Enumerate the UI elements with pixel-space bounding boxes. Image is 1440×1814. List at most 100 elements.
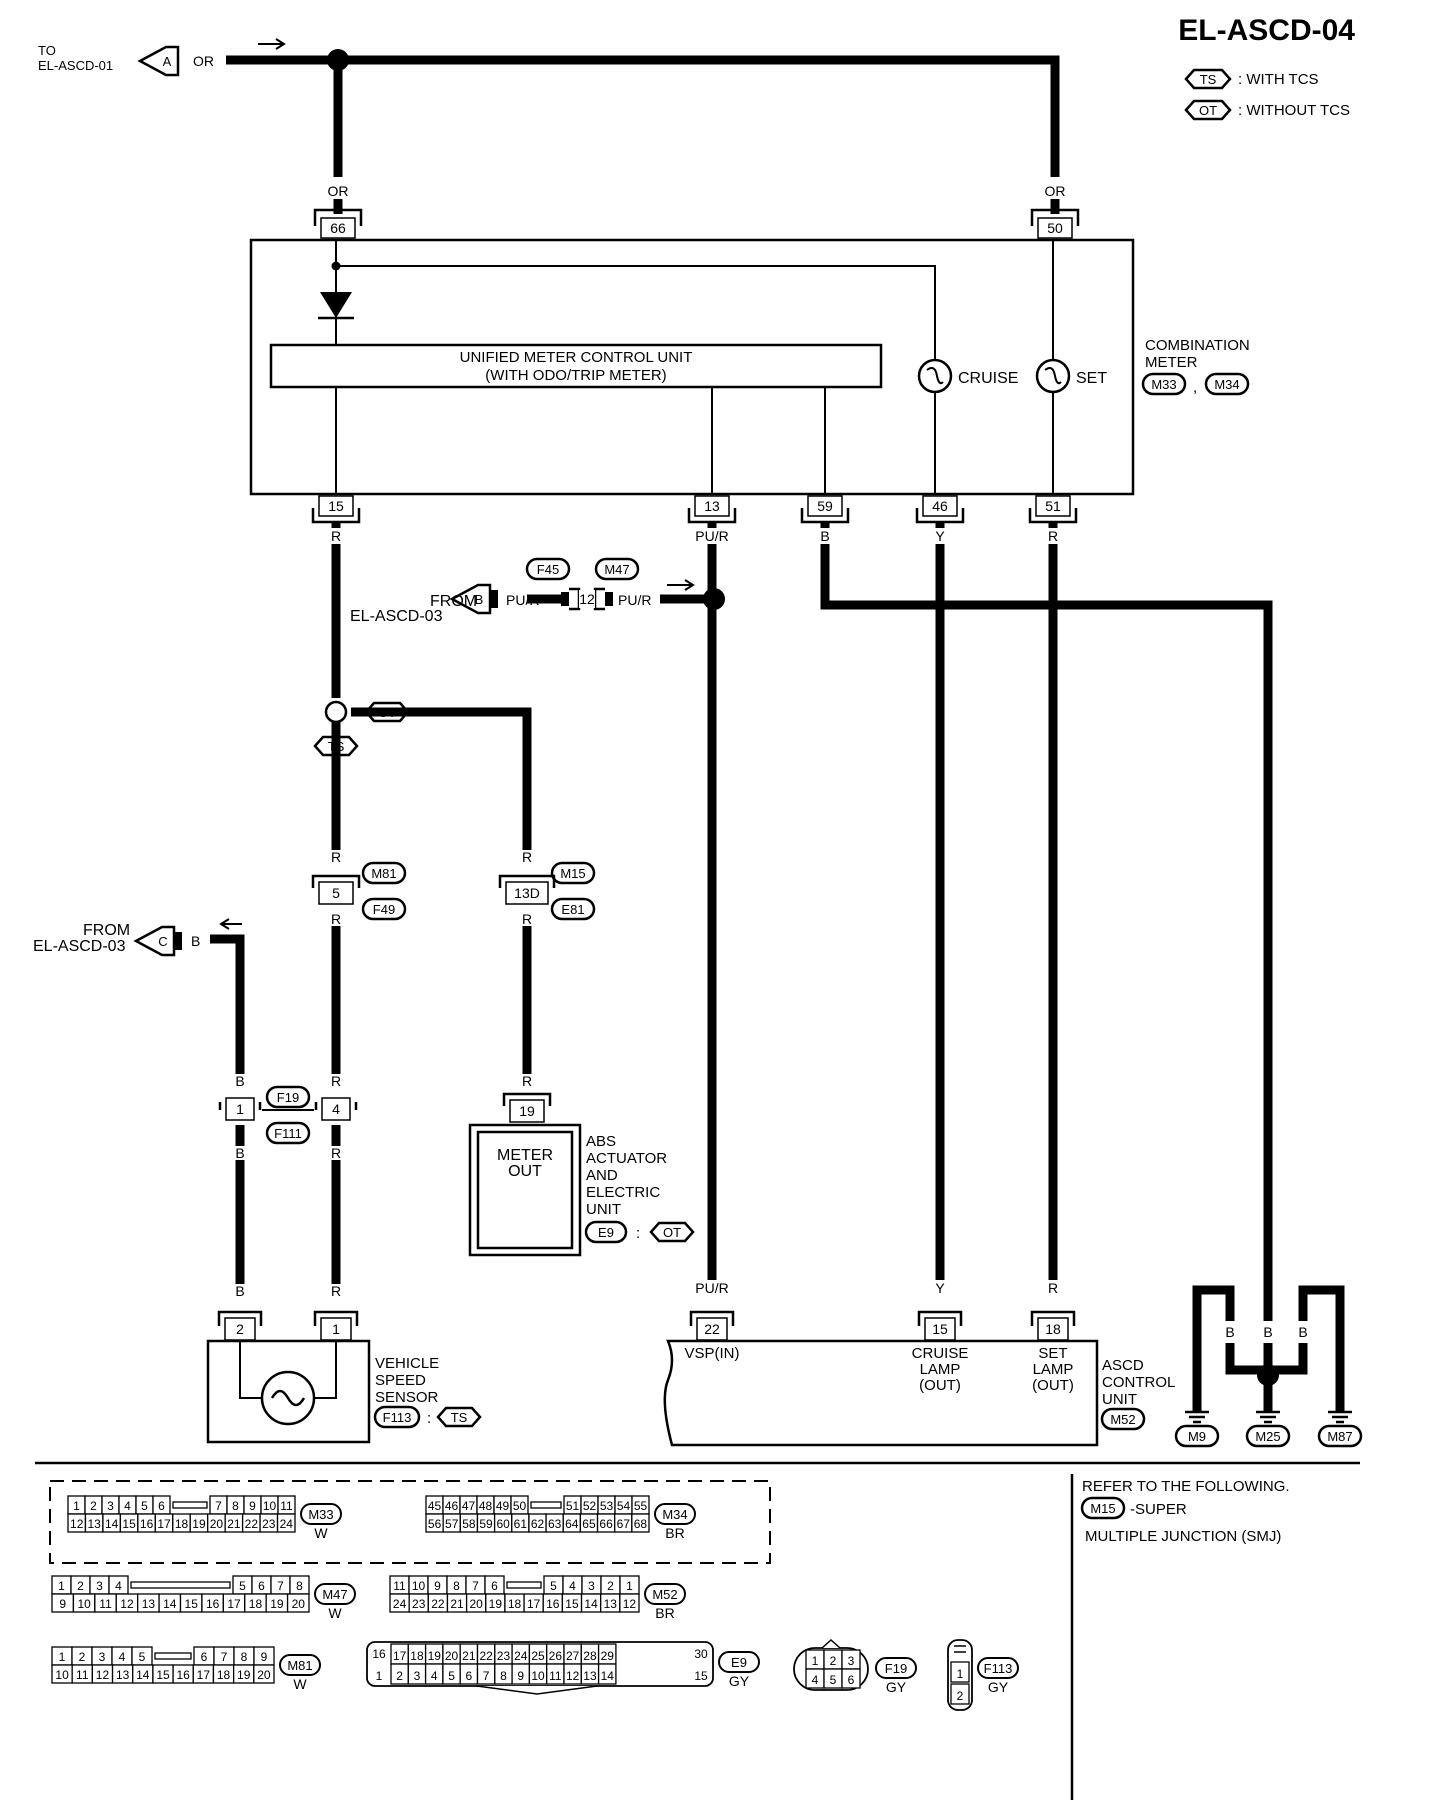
abs-name-2: ACTUATOR	[586, 1150, 667, 1167]
connector-view-m47-pin: 4	[115, 1579, 122, 1593]
connector-view-m81-pin: 8	[241, 1650, 248, 1664]
connector-13d-wire-bottom: R	[522, 911, 532, 927]
connector-view-m33-pin: 16	[140, 1517, 154, 1531]
tag-f113-text: F113	[383, 1410, 412, 1425]
abs-box-inner	[476, 1130, 574, 1250]
connector-view-m47-pin: 11	[99, 1597, 112, 1611]
tag-abs-ot	[649, 1221, 695, 1243]
connector-f19-f111: B R 1 4 F19 F111 B R	[218, 1073, 358, 1161]
joint-connector-12: F45 M47 12 PU/R	[525, 557, 651, 611]
connector-view-m81-pin: 15	[156, 1668, 170, 1682]
connector-view-m34-pin: 64	[565, 1517, 579, 1531]
connector-view-m52-pin-cell	[619, 1593, 640, 1613]
connector-view-m34-pin: 65	[582, 1517, 596, 1531]
tag-ot-branch	[364, 701, 410, 723]
offpage-a-arrow	[137, 45, 180, 77]
connector-view-e9-pin: 26	[549, 1649, 563, 1663]
tag-m33	[1141, 372, 1187, 396]
connector-view-m52-pin: 6	[491, 1579, 498, 1593]
wire-label-gaps	[180, 50, 1328, 1343]
cruise-lamp-label: CRUISE	[958, 370, 1018, 387]
f19-wire-r-top: R	[331, 1073, 341, 1089]
connector-view-m47-pin: 20	[292, 1597, 306, 1611]
connector-view-e9-pin: 18	[410, 1649, 424, 1663]
tag-m25-text: M25	[1255, 1429, 1280, 1444]
connector-view-m81-pin-cell	[253, 1664, 275, 1684]
connector-view-m47-pin: 2	[77, 1579, 84, 1593]
legend-ot-code: OT	[1199, 103, 1217, 118]
pin-50-box	[1037, 217, 1073, 239]
connector-view-m47-pin: 9	[59, 1597, 66, 1611]
connector-view-m81-pin: 19	[237, 1668, 251, 1682]
connector-view-e9-pin: 27	[566, 1649, 580, 1663]
internal-splice	[331, 261, 341, 271]
connector-view-m52-pin: 24	[393, 1597, 407, 1611]
tag-f49	[361, 897, 407, 921]
tcs-branch-tags: OT TS	[313, 701, 410, 757]
connector-view-f19-pin: 4	[812, 1673, 819, 1687]
connector-view-f113-tag	[977, 1657, 1019, 1679]
tag-f19	[265, 1085, 311, 1109]
f19-wire-b-bottom: B	[235, 1145, 244, 1161]
connector-view-m33-pin: 17	[157, 1517, 171, 1531]
vss-name-3: SENSOR	[375, 1389, 439, 1406]
connector-view-e9-pin: 13	[583, 1669, 597, 1683]
tag-m87	[1317, 1424, 1363, 1448]
connector-view-e9-pin: 23	[497, 1649, 511, 1663]
connector-view-m34-pin: 58	[462, 1517, 476, 1531]
wire-b-ground-right	[1268, 1285, 1345, 1412]
ascd-label-cruise-3: (OUT)	[919, 1377, 961, 1394]
abs-name-4: ELECTRIC	[586, 1184, 660, 1201]
ascd-wire-15: Y	[935, 1280, 945, 1296]
splice-or	[327, 49, 349, 71]
tag-ts-branch-text: TS	[328, 739, 345, 754]
offpage-a-wire: OR	[193, 53, 214, 69]
connector-view-m47-pin: 13	[142, 1597, 156, 1611]
offpage-a: TO EL-ASCD-01 A OR	[38, 43, 214, 77]
connector-13d-pin: 13D	[514, 885, 540, 901]
connector-view-m34-pin: 52	[583, 1499, 597, 1513]
connector-view-e9-pin: 22	[479, 1649, 493, 1663]
connector-view-m33-pin: 24	[280, 1517, 294, 1531]
connector-view-m52-pin: 19	[489, 1597, 503, 1611]
tag-ot-branch-text: OT	[378, 705, 396, 720]
ground-wire-4: B	[1298, 1324, 1307, 1340]
connector-view-m52-pin: 10	[412, 1579, 426, 1593]
connector-view-m33-lock	[172, 1501, 208, 1509]
combination-meter-name-2: METER	[1145, 354, 1198, 371]
connector-view-m33-pin: 11	[280, 1499, 293, 1513]
offpage-a-letter: A	[163, 54, 172, 69]
connector-view-m34-pin: 50	[513, 1499, 527, 1513]
connector-view-e9-pin-cell	[597, 1663, 617, 1685]
pin-13-wire: PU/R	[695, 528, 728, 544]
bottom-pin-13: 13 PU/R	[687, 495, 737, 544]
connector-view-e9-pin: 25	[531, 1649, 545, 1663]
connector-view-e9-pin: 9	[517, 1669, 524, 1683]
pin-66-label: 66	[330, 220, 346, 236]
legend-ts-text: : WITH TCS	[1238, 71, 1319, 88]
connector-view-m47-pin: 3	[96, 1579, 103, 1593]
connector-view-m52-tag	[644, 1583, 686, 1605]
connector-view-e9-color: GY	[729, 1673, 750, 1689]
vss-pin-1: 1	[332, 1321, 340, 1337]
ascd-name-2: CONTROL	[1102, 1374, 1175, 1391]
connector-view-m52-pin: 1	[626, 1579, 633, 1593]
connector-view-m81-pin: 10	[55, 1668, 69, 1682]
connector-view-m81-pin: 1	[59, 1650, 66, 1664]
connector-view-m81-pin: 6	[201, 1650, 208, 1664]
connector-view-m47-pin-cell	[286, 1593, 310, 1613]
connector-view-e9-pin: 6	[466, 1669, 473, 1683]
tag-m81	[361, 861, 407, 885]
connector-view-m47-tag	[314, 1583, 356, 1605]
connector-view-f113-color: GY	[988, 1679, 1009, 1695]
vss-name-1: VEHICLE	[375, 1355, 439, 1372]
abs-inner-2: OUT	[508, 1163, 542, 1180]
refer-line1: REFER TO THE FOLLOWING.	[1082, 1478, 1290, 1495]
connector-view-m81-tag	[279, 1654, 321, 1676]
connector-view-m34-pin-cell	[631, 1513, 650, 1533]
connector-view-e9-pin: 15	[694, 1669, 708, 1683]
